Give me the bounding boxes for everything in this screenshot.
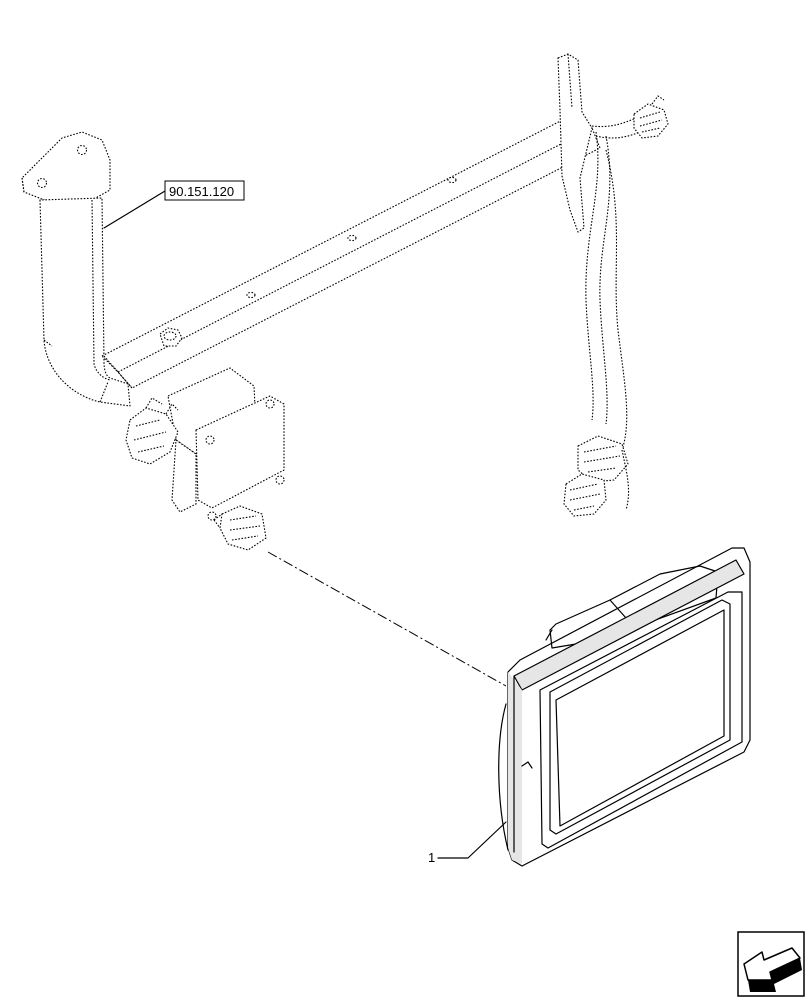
connection-leader-line <box>267 551 507 687</box>
item-callout: 1 <box>428 821 507 865</box>
mounting-bracket-arm <box>21 131 131 407</box>
item-number-label: 1 <box>428 850 435 865</box>
reference-callout: 90.151.120 <box>103 180 245 229</box>
arrow-corner-icon[interactable] <box>737 931 805 997</box>
reference-label: 90.151.120 <box>169 184 234 199</box>
display-monitor <box>498 547 751 867</box>
plate-connector <box>213 505 267 551</box>
mounting-plate-assembly <box>125 367 285 521</box>
wiring-harness <box>563 95 669 517</box>
cross-beam <box>101 53 601 389</box>
